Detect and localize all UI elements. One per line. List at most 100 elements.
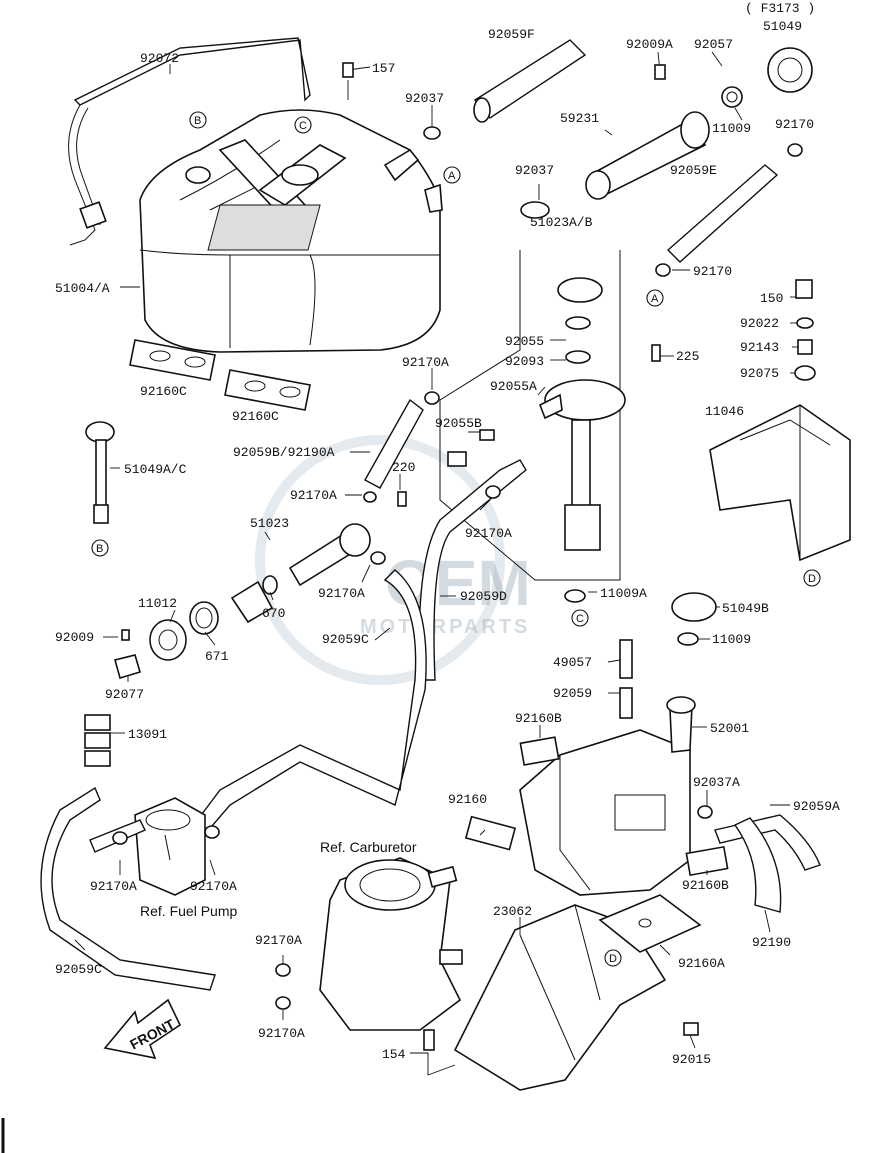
label-51049ac: 51049A/C — [124, 462, 187, 477]
label-49057: 49057 — [553, 655, 592, 670]
label-92009: 92009 — [55, 630, 94, 645]
label-11009-a: 11009 — [712, 121, 751, 136]
label-92055: 92055 — [505, 334, 544, 349]
label-92160c-2: 92160C — [232, 409, 279, 424]
label-92170a-4: 92170A — [318, 586, 365, 601]
callout-a-1: A — [443, 166, 461, 184]
callout-d-2: D — [604, 949, 622, 967]
label-92077: 92077 — [105, 687, 144, 702]
label-51049: 51049 — [763, 19, 802, 34]
callout-d-1: D — [803, 569, 821, 587]
gasket-11009-top — [721, 86, 743, 108]
label-92143: 92143 — [740, 340, 779, 355]
bracket-11046 — [709, 404, 851, 562]
label-92075: 92075 — [740, 366, 779, 381]
label-92190: 92190 — [752, 935, 791, 950]
label-157: 157 — [372, 61, 395, 76]
hose-92059d — [418, 459, 527, 681]
pad-92160a — [598, 894, 702, 953]
hose-92059c-long — [189, 569, 427, 842]
label-52001: 52001 — [710, 721, 749, 736]
label-92160: 92160 — [448, 792, 487, 807]
label-11009a: 11009A — [600, 586, 647, 601]
svg-text:D: D — [609, 953, 617, 965]
label-92170a-8: 92170A — [258, 1026, 305, 1041]
label-13091: 13091 — [128, 727, 167, 742]
pad-92160b-1 — [519, 736, 560, 766]
label-92009a: 92009A — [626, 37, 673, 52]
label-92059f: 92059F — [488, 27, 535, 42]
fitting-49057 — [619, 639, 633, 679]
label-92093: 92093 — [505, 354, 544, 369]
svg-text:D: D — [808, 573, 816, 585]
label-150: 150 — [760, 291, 783, 306]
callout-c-1: C — [294, 116, 312, 134]
label-11012: 11012 — [138, 596, 177, 611]
label-92055a: 92055A — [490, 379, 537, 394]
label-92072: 92072 — [140, 51, 179, 66]
fuel-pump — [134, 797, 206, 896]
fuel-valve-51023 — [149, 523, 371, 661]
spacer-92143 — [797, 339, 813, 355]
label-92037-b: 92037 — [515, 163, 554, 178]
label-92055b: 92055B — [435, 416, 482, 431]
label-92170-b: 92170 — [693, 264, 732, 279]
mount-pad-92160c-2 — [224, 369, 311, 411]
label-51004a: 51004/A — [55, 281, 110, 296]
label-51023: 51023 — [250, 516, 289, 531]
ref-fuel-pump: Ref. Fuel Pump — [140, 903, 237, 919]
label-92059d: 92059D — [460, 589, 507, 604]
label-92160a: 92160A — [678, 956, 725, 971]
label-92170a-5: 92170A — [90, 879, 137, 894]
callout-b-2: B — [91, 539, 109, 557]
pad-92160b-2 — [685, 845, 729, 877]
bolt-150 — [795, 279, 813, 299]
fuel-sender-assembly — [439, 250, 626, 581]
label-92170a-2: 92170A — [290, 488, 337, 503]
label-92170a-1: 92170A — [402, 355, 449, 370]
svg-text:A: A — [651, 293, 659, 305]
label-92170-a: 92170 — [775, 117, 814, 132]
oil-tank — [519, 696, 696, 896]
callout-c-2: C — [571, 609, 589, 627]
label-23062: 23062 — [493, 904, 532, 919]
label-92160c-1: 92160C — [140, 384, 187, 399]
gasket-11009-oil — [677, 632, 699, 646]
fuel-gauge-51049ac — [85, 421, 115, 524]
label-92059c-2: 92059C — [55, 962, 102, 977]
label-92170a-3: 92170A — [465, 526, 512, 541]
label-92160b-1: 92160B — [515, 711, 562, 726]
label-225: 225 — [676, 349, 699, 364]
label-92022: 92022 — [740, 316, 779, 331]
hose-92059e — [666, 164, 779, 263]
grommet-92075 — [794, 365, 816, 381]
label-11009-b: 11009 — [712, 632, 751, 647]
filler-neck-59231 — [585, 111, 710, 200]
label-92170a-7: 92170A — [255, 933, 302, 948]
label-154: 154 — [382, 1047, 406, 1062]
hose-92190 — [733, 817, 782, 913]
label-51049b: 51049B — [722, 601, 769, 616]
tank-strap — [68, 37, 311, 246]
svg-text:MOTORPARTS: MOTORPARTS — [360, 616, 530, 638]
fuel-tank — [139, 109, 443, 353]
label-220: 220 — [392, 460, 415, 475]
label-92037a: 92037A — [693, 775, 740, 790]
label-51023ab: 51023A/B — [530, 215, 593, 230]
svg-text:B: B — [194, 115, 201, 127]
label-92059b-92190a: 92059B/92190A — [233, 445, 335, 460]
cap-51049 — [767, 47, 813, 93]
front-arrow: FRONT — [103, 998, 182, 1060]
part-labels: 92072 157 92059F 92009A 92057 51049 9203… — [55, 19, 840, 1067]
ref-carburetor: Ref. Carburetor — [320, 839, 417, 855]
label-11046: 11046 — [705, 404, 744, 419]
svg-text:A: A — [448, 170, 456, 182]
hose-92059-small — [619, 687, 633, 719]
carburetor — [319, 857, 463, 1031]
leader-lines — [74, 51, 798, 1076]
clamp-13091 — [84, 714, 111, 767]
label-59231: 59231 — [560, 111, 599, 126]
pad-92160 — [464, 815, 517, 851]
figure-code: ( F3173 ) — [745, 1, 815, 16]
